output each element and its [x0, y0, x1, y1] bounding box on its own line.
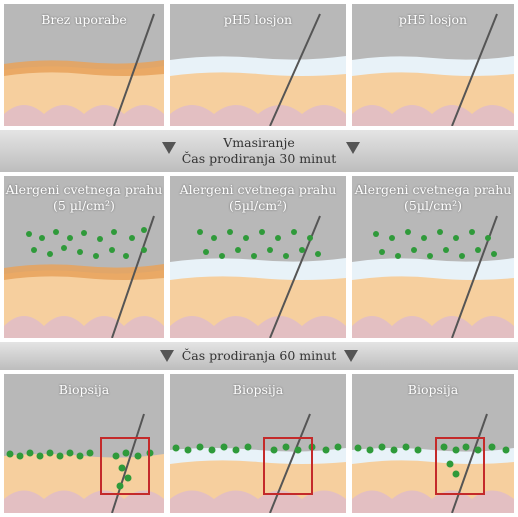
panel-row3-col3: Biopsija: [352, 374, 514, 513]
panel-row1-col1: Brez uporabe: [4, 4, 164, 126]
panel-title-line2: (5 µl/cm²): [4, 198, 164, 213]
panel-title: pH5 losjon: [170, 12, 346, 27]
step-band-massage: Vmasiranje Čas prodiranja 30 minut: [0, 130, 518, 172]
panel-row1-col3: pH5 losjon: [352, 4, 514, 126]
panel-title: Brez uporabe: [4, 12, 164, 27]
panel-row3-col2: Biopsija: [170, 374, 346, 513]
panel-title-line1: Alergeni cvetnega prahu: [170, 182, 346, 197]
panel-title-line2: (5µl/cm²): [352, 198, 514, 213]
panel-title-line1: Alergeni cvetnega prahu: [4, 182, 164, 197]
panel-title: Biopsija: [352, 382, 514, 397]
band-line-1: Čas prodiranja 60 minut: [0, 348, 518, 363]
panel-row3-col1: Biopsija: [4, 374, 164, 513]
panel-title: Biopsija: [4, 382, 164, 397]
panel-row2-col1: Alergeni cvetnega prahu (5 µl/cm²): [4, 176, 164, 338]
panel-title-line1: Alergeni cvetnega prahu: [352, 182, 514, 197]
band-line-1: Vmasiranje: [0, 135, 518, 150]
panel-row1-col2: pH5 losjon: [170, 4, 346, 126]
panel-row2-col2: Alergeni cvetnega prahu (5µl/cm²): [170, 176, 346, 338]
step-band-60min: Čas prodiranja 60 minut: [0, 342, 518, 370]
panel-title: pH5 losjon: [352, 12, 514, 27]
panel-title-line2: (5µl/cm²): [170, 198, 346, 213]
panel-row2-col3: Alergeni cvetnega prahu (5µl/cm²): [352, 176, 514, 338]
band-line-2: Čas prodiranja 30 minut: [0, 151, 518, 166]
panel-title: Biopsija: [170, 382, 346, 397]
